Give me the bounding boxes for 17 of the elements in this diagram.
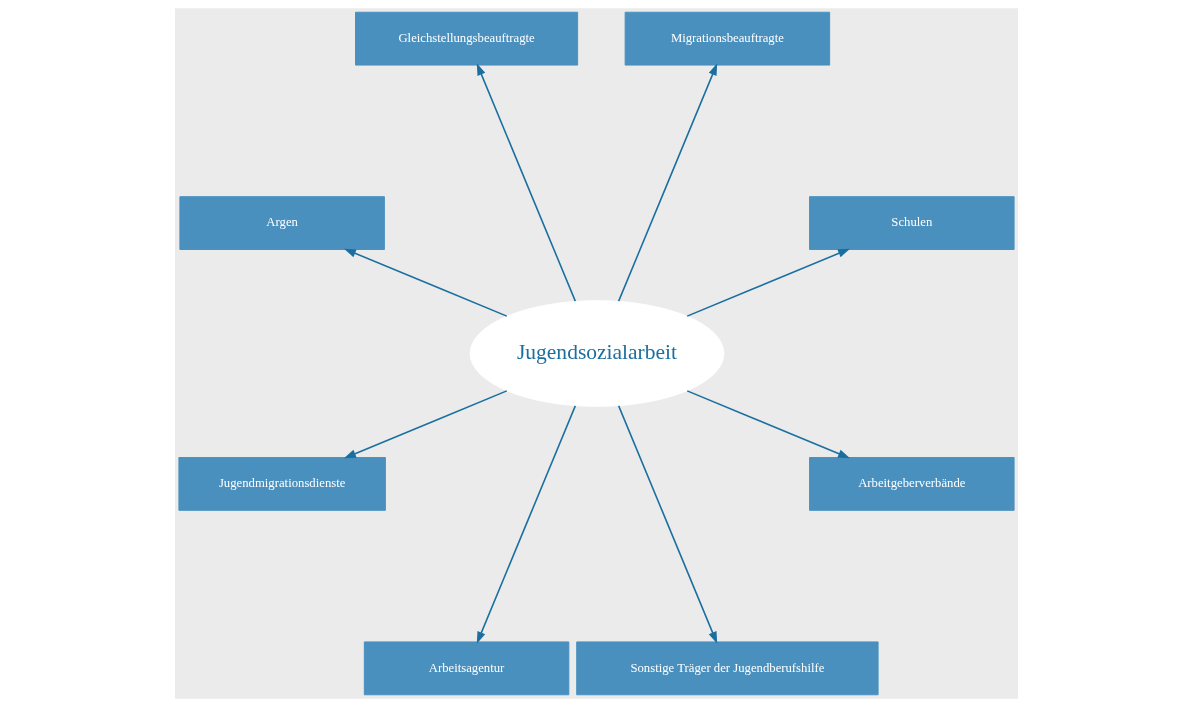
arrow xyxy=(476,405,576,644)
arrow xyxy=(685,390,850,459)
node-box: Gleichstellungsbeauftragte xyxy=(354,11,578,66)
node-box: Schulen xyxy=(808,196,1015,250)
node-box: Sonstige Träger der Jugendberufshilfe xyxy=(575,641,879,696)
node-box: Migrationsbeauftragte xyxy=(624,11,830,66)
node-box: Jugendmigrationsdienste xyxy=(177,457,386,511)
arrow xyxy=(343,248,508,317)
arrow xyxy=(617,63,717,302)
node-box: Arbeitsagentur xyxy=(363,641,569,696)
node-box: Argen xyxy=(178,196,385,250)
node-box: Arbeitgeberverbände xyxy=(808,457,1015,511)
arrow xyxy=(617,405,717,644)
arrow xyxy=(343,390,508,459)
arrow xyxy=(476,63,576,302)
node-ellipse: Jugendsozialarbeit xyxy=(469,300,724,407)
arrow xyxy=(685,248,850,317)
